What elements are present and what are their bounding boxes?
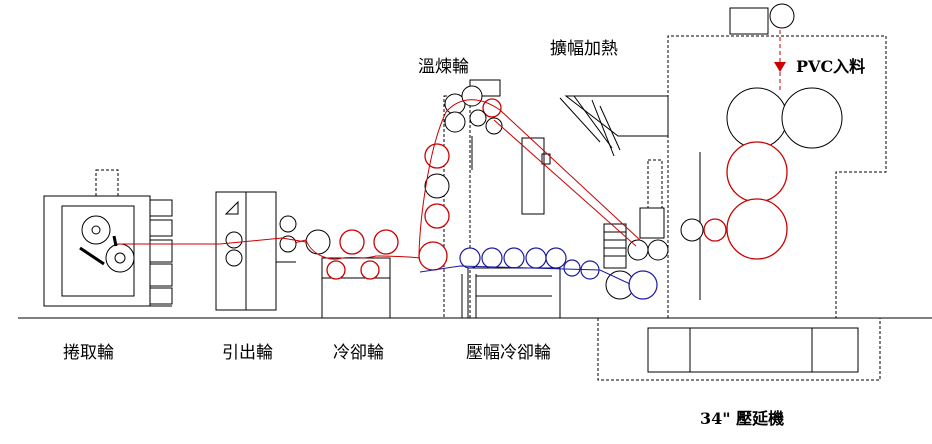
embossing-housing bbox=[603, 223, 627, 269]
heater-line bbox=[573, 95, 613, 149]
label-takeoff: 引出輪 bbox=[222, 343, 273, 363]
tempering-roll bbox=[461, 85, 483, 107]
embossing-post bbox=[647, 159, 663, 209]
takeoff-wedge bbox=[224, 200, 239, 215]
label-stretch-heating: 擴幅加熱 bbox=[550, 39, 618, 59]
calender-roll bbox=[726, 141, 788, 203]
label-pvc-feed: PVC入料 bbox=[796, 57, 865, 76]
winder-top bbox=[95, 169, 119, 197]
tempering-roll bbox=[424, 143, 450, 169]
tempering-roll bbox=[418, 241, 448, 271]
embossing-roll bbox=[628, 270, 658, 300]
calender-foundation bbox=[647, 327, 859, 373]
cooling-roll bbox=[360, 260, 380, 280]
cooling-roll bbox=[503, 247, 525, 269]
calender-roll bbox=[726, 198, 788, 260]
motor-pulley bbox=[769, 3, 795, 29]
takeoff-frame bbox=[245, 191, 277, 311]
label-winder: 捲取輪 bbox=[63, 343, 114, 363]
tempering-roll bbox=[469, 109, 487, 127]
heater-line bbox=[591, 99, 615, 157]
winder-bracket bbox=[149, 239, 173, 263]
winder-core bbox=[114, 252, 126, 264]
winder-bracket bbox=[149, 263, 173, 287]
heater-line bbox=[559, 97, 601, 143]
cooling-roll bbox=[481, 247, 503, 269]
cooling-roll bbox=[326, 260, 346, 280]
cooling-roll bbox=[545, 247, 567, 269]
takeoff-roll bbox=[279, 215, 297, 233]
takeoff-unit bbox=[215, 191, 297, 311]
embossing-roll bbox=[647, 239, 669, 261]
winder-bracket bbox=[149, 287, 173, 305]
winder-bracket bbox=[149, 199, 173, 217]
heater-column bbox=[521, 137, 545, 215]
tempering-roll bbox=[485, 117, 503, 135]
heater-hood bbox=[564, 95, 669, 137]
pvc-feed-arrow-head bbox=[774, 62, 786, 72]
cooling-roll bbox=[373, 229, 399, 255]
winder-core bbox=[91, 225, 101, 235]
embossing-unit bbox=[603, 159, 727, 300]
tempering-roll bbox=[424, 203, 450, 229]
stretch-heater bbox=[521, 95, 669, 215]
winder-arm bbox=[79, 246, 105, 266]
web-path-blue bbox=[419, 265, 631, 285]
embossing-roll bbox=[627, 239, 649, 261]
label-embossing-cooling: 壓幅冷卻輪 bbox=[466, 343, 551, 363]
cooling-stand-base bbox=[321, 277, 391, 319]
cooling-roll bbox=[459, 247, 481, 269]
cooling-roll bbox=[525, 247, 547, 269]
cooling-roll bbox=[339, 229, 365, 255]
label-tempering: 溫煉輪 bbox=[418, 57, 469, 77]
web-path-red bbox=[118, 237, 307, 245]
cooling-roll bbox=[305, 229, 331, 255]
transfer-roll bbox=[680, 218, 704, 242]
tempering-roll bbox=[424, 173, 450, 199]
calender-frame bbox=[667, 35, 887, 318]
cooling-unit bbox=[289, 229, 421, 319]
calender-motor bbox=[729, 7, 769, 35]
embossing-frame bbox=[639, 207, 665, 239]
calender-base bbox=[597, 317, 932, 381]
label-cooling: 冷卻輪 bbox=[333, 343, 384, 363]
winder-unit bbox=[43, 169, 307, 307]
embossing-cooling-rolls bbox=[419, 247, 631, 319]
calender-roll bbox=[726, 87, 788, 149]
calender-roll bbox=[781, 87, 843, 149]
tempering-roll bbox=[482, 98, 502, 118]
heater-line bbox=[599, 105, 621, 151]
heater-bracket bbox=[541, 153, 551, 165]
web-path-red bbox=[289, 239, 421, 260]
winder-inner bbox=[61, 205, 135, 297]
web-path-red bbox=[418, 99, 641, 255]
takeoff-roll bbox=[225, 249, 243, 267]
winder-bracket bbox=[149, 219, 173, 237]
winder-arm bbox=[112, 235, 118, 247]
takeoff-roll bbox=[225, 231, 243, 249]
transfer-roll bbox=[703, 218, 727, 242]
label-calender: 34" 壓延機 bbox=[700, 409, 784, 428]
cooling-roll bbox=[563, 259, 581, 277]
tempering-roll bbox=[444, 111, 466, 133]
web-path-red bbox=[493, 119, 637, 247]
